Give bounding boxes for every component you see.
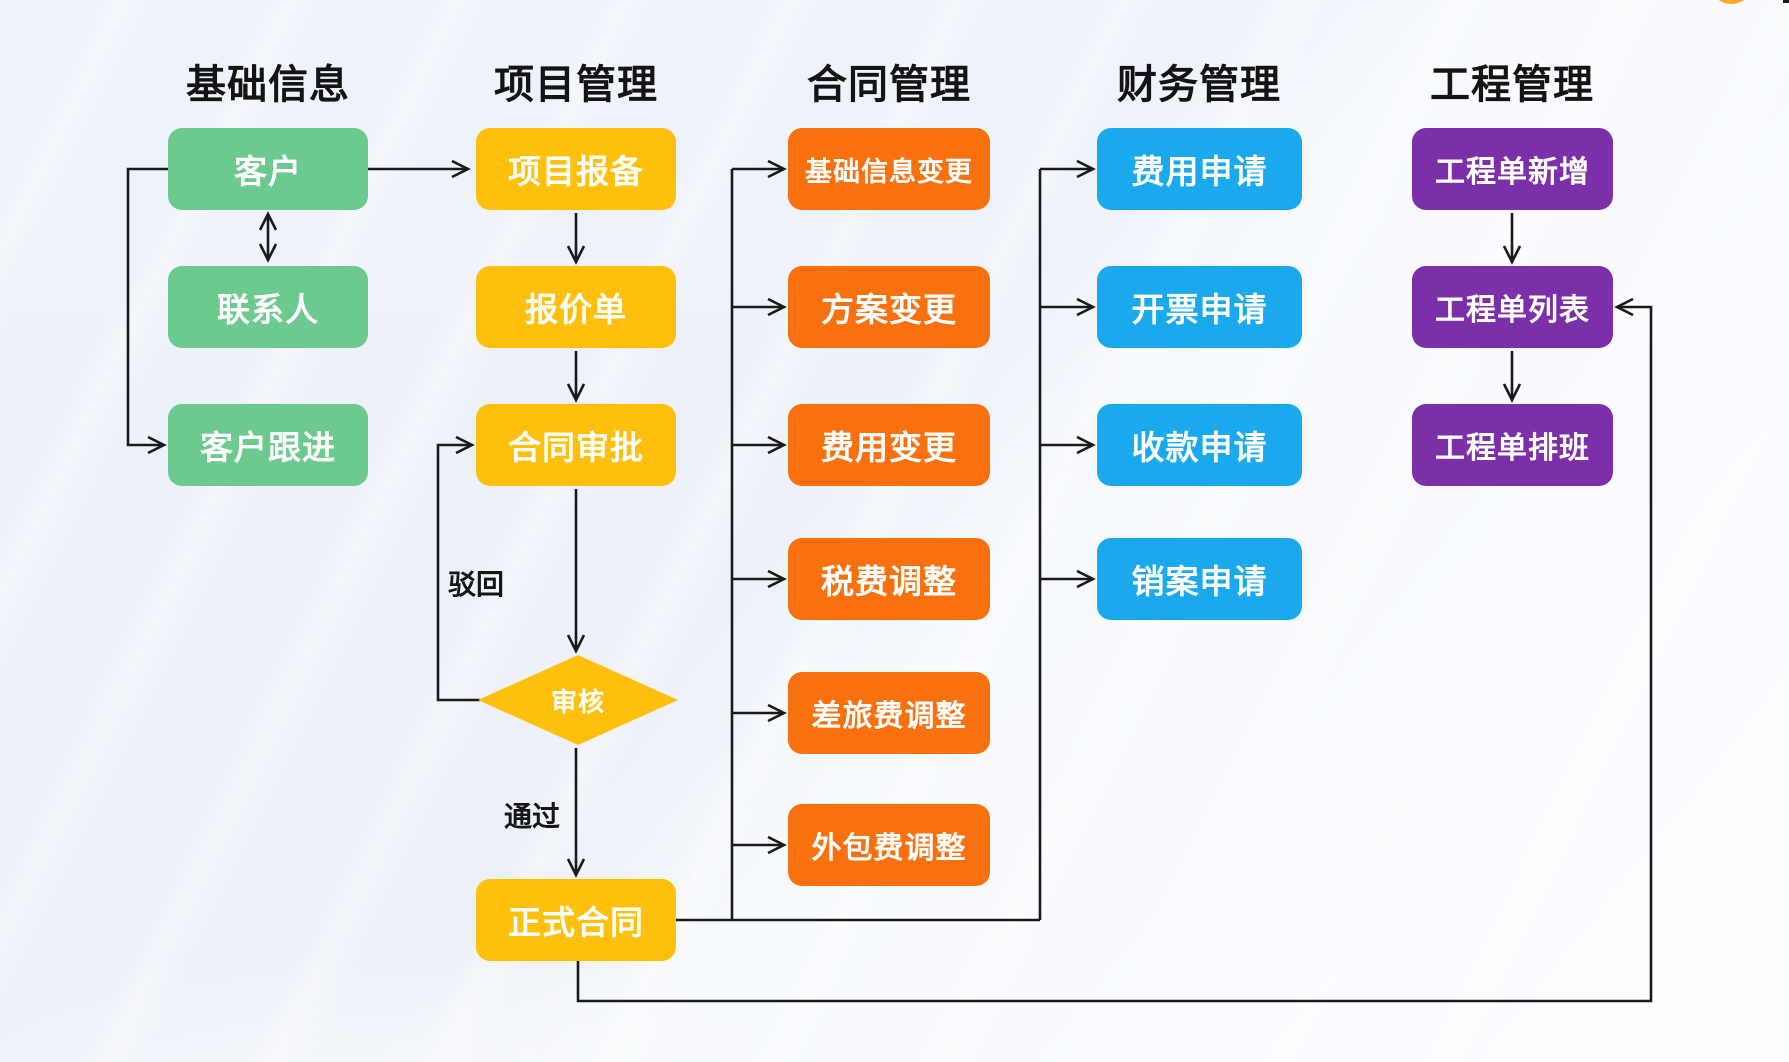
edge-label-reject: 驳回 xyxy=(448,569,505,600)
node-work-order-new: 工程单新增 xyxy=(1412,128,1613,210)
node-outsource-fee-adjust: 外包费调整 xyxy=(788,804,990,886)
edge-contract-workorder-list xyxy=(576,297,1653,1003)
node-fee-apply: 费用申请 xyxy=(1097,128,1302,210)
node-work-order-schedule: 工程单排班 xyxy=(1412,404,1613,486)
top-right-circle-decoration xyxy=(1709,0,1754,4)
node-contact: 联系人 xyxy=(168,266,368,348)
column-header-finance-mgmt: 财务管理 xyxy=(1117,63,1281,107)
edge-label-pass: 通过 xyxy=(504,801,561,832)
node-case-close-apply: 销案申请 xyxy=(1097,538,1302,620)
node-fee-change: 费用变更 xyxy=(788,404,990,486)
corner-fragment xyxy=(1783,0,1789,3)
column-header-contract-mgmt: 合同管理 xyxy=(807,63,971,107)
node-customer: 客户 xyxy=(168,128,368,210)
node-formal-contract: 正式合同 xyxy=(476,879,676,961)
node-contract-approval: 合同审批 xyxy=(476,404,676,486)
edge-customer-followup xyxy=(126,167,168,455)
edge-review-reject-loop xyxy=(436,435,480,702)
node-tax-adjust: 税费调整 xyxy=(788,538,990,620)
node-quotation: 报价单 xyxy=(476,266,676,348)
node-invoice-apply: 开票申请 xyxy=(1097,266,1302,348)
node-project-report: 项目报备 xyxy=(476,128,676,210)
node-plan-change: 方案变更 xyxy=(788,266,990,348)
node-work-order-list: 工程单列表 xyxy=(1412,266,1613,348)
column-header-basic-info: 基础信息 xyxy=(186,63,350,107)
node-travel-fee-adjust: 差旅费调整 xyxy=(788,672,990,754)
node-collection-apply: 收款申请 xyxy=(1097,404,1302,486)
column-header-project-mgmt: 项目管理 xyxy=(494,63,658,107)
node-customer-followup: 客户跟进 xyxy=(168,404,368,486)
node-basic-info-change: 基础信息变更 xyxy=(788,128,990,210)
column-header-engineering-mgmt: 工程管理 xyxy=(1430,63,1594,107)
